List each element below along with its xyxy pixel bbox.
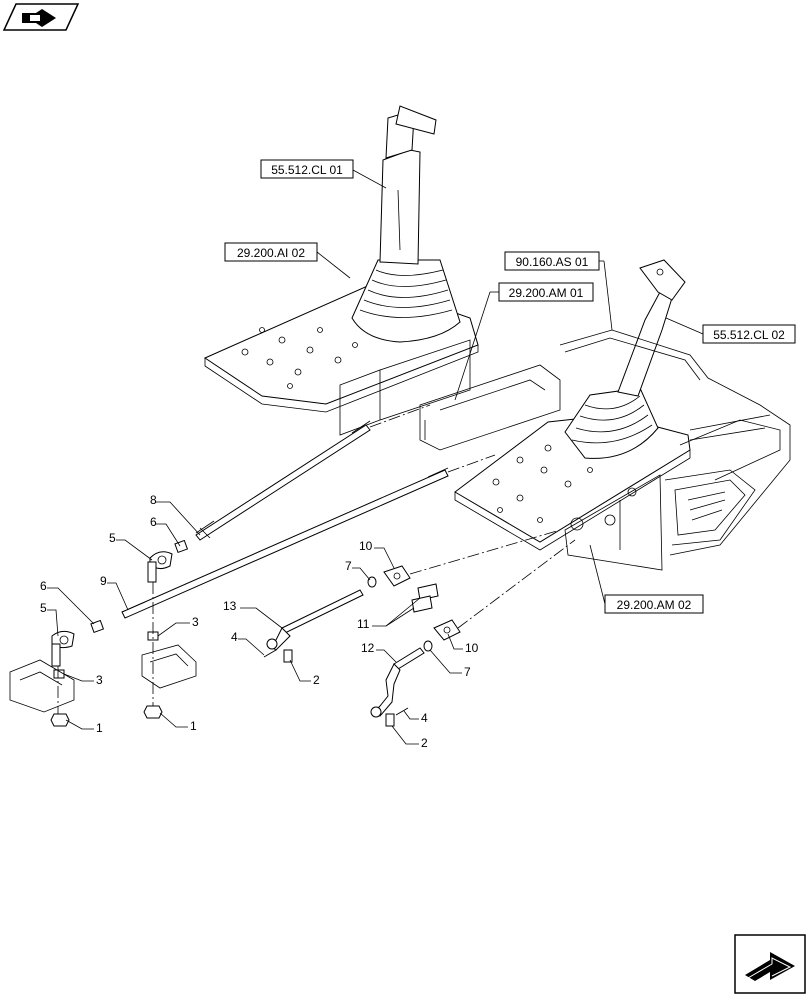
clip-11-upper xyxy=(417,583,439,601)
callout-1-left: 1 xyxy=(96,721,103,735)
callout-4-right: 4 xyxy=(421,711,428,725)
callout-11: 11 xyxy=(357,617,370,631)
callout-7-lower: 7 xyxy=(464,665,471,679)
pin-2-right xyxy=(385,713,395,727)
ref-90160-as01-label: 90.160.AS 01 xyxy=(516,255,589,269)
callout-9: 9 xyxy=(100,574,107,588)
clevis-10-lower xyxy=(433,619,461,641)
callout-5-upper: 5 xyxy=(109,531,116,545)
ref-55512-cl02-label: 55.512.CL 02 xyxy=(713,328,785,342)
callout-6-upper: 6 xyxy=(150,515,157,529)
pin-4-right xyxy=(395,707,409,716)
rod-9 xyxy=(121,467,449,619)
ref-29200-am02-label: 29.200.AM 02 xyxy=(617,598,692,612)
callout-13: 13 xyxy=(223,599,237,613)
clevis-10-upper xyxy=(383,565,411,587)
ref-29200-am01-label: 29.200.AM 01 xyxy=(509,286,584,300)
callout-4-left: 4 xyxy=(231,630,238,644)
ref-55512-cl02-box[interactable]: 55.512.CL 02 xyxy=(702,324,796,344)
rod-8 xyxy=(195,420,371,541)
ball-joint-5-lower xyxy=(51,630,75,667)
ref-55512-cl01-box[interactable]: 55.512.CL 01 xyxy=(260,159,354,179)
callout-3-left: 3 xyxy=(96,673,103,687)
callout-2-right: 2 xyxy=(421,736,428,750)
callout-1-center: 1 xyxy=(190,719,197,733)
pin-4-left xyxy=(263,649,277,658)
left-joystick xyxy=(351,105,461,343)
nut-1-left xyxy=(50,713,70,727)
nut-6-upper xyxy=(174,539,189,554)
pin-2-left xyxy=(283,649,293,663)
clip-11-lower xyxy=(411,595,433,613)
ref-29200-ai02-label: 29.200.AI 02 xyxy=(237,246,305,260)
book-arrow-icon[interactable] xyxy=(2,3,80,31)
bracket-left xyxy=(9,659,75,713)
rod-13 xyxy=(266,589,364,651)
washer-7-lower xyxy=(423,640,433,652)
callout-10-lower: 10 xyxy=(465,641,479,655)
callout-7-upper: 7 xyxy=(345,559,352,573)
rod-12 xyxy=(370,647,425,718)
bracket-center xyxy=(141,644,197,689)
callout-3-center: 3 xyxy=(192,615,199,629)
ref-90160-as01-box[interactable]: 90.160.AS 01 xyxy=(504,251,600,271)
callout-10-upper: 10 xyxy=(359,539,373,553)
ref-29200-ai02-box[interactable]: 29.200.AI 02 xyxy=(224,242,318,262)
next-page-arrow-icon[interactable] xyxy=(734,934,806,994)
nut-1-center xyxy=(143,705,163,719)
right-joystick xyxy=(564,259,686,459)
callout-5-lower: 5 xyxy=(40,601,47,615)
callout-12: 12 xyxy=(361,641,375,655)
callout-8: 8 xyxy=(150,493,157,507)
callout-2-left: 2 xyxy=(313,673,320,687)
ref-29200-am02-box[interactable]: 29.200.AM 02 xyxy=(604,594,704,614)
ref-55512-cl01-label: 55.512.CL 01 xyxy=(271,163,343,177)
ref-29200-am01-box[interactable]: 29.200.AM 01 xyxy=(498,282,594,302)
floor-frame xyxy=(419,329,791,556)
callout-6-lower: 6 xyxy=(40,579,47,593)
ball-joint-5-upper xyxy=(147,551,173,583)
